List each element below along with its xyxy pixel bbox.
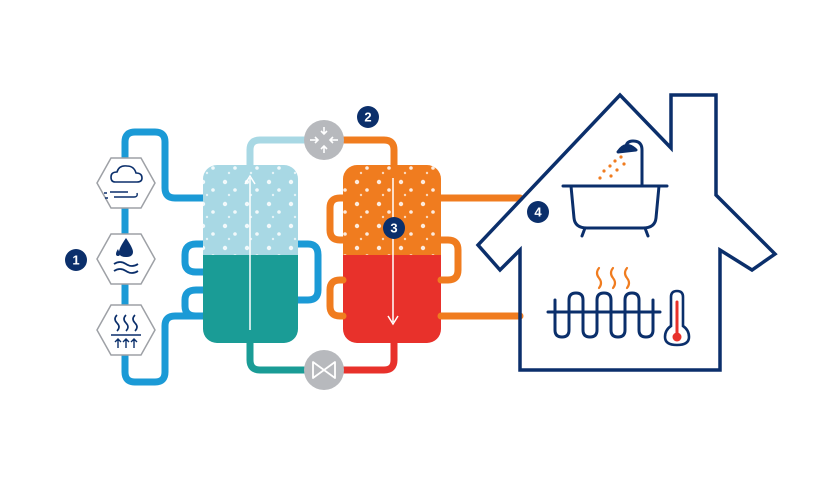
compressor-icon <box>310 127 338 153</box>
ground-source-icon <box>96 304 156 356</box>
water-source-icon <box>96 233 156 285</box>
source-coil-1 <box>181 240 212 276</box>
source-icons <box>96 157 156 356</box>
house-outline <box>475 92 778 372</box>
underfloor-heating-icon <box>546 291 662 339</box>
expansion-valve <box>304 350 344 390</box>
house <box>475 92 778 372</box>
bathtub-shower-icon <box>561 139 669 238</box>
discharge-line <box>340 136 398 174</box>
source-coil-3 <box>181 286 212 320</box>
condenser-coil-1 <box>326 194 347 244</box>
shower-water <box>598 155 626 180</box>
return-line <box>246 336 308 374</box>
condenser-coil-3 <box>326 276 347 320</box>
step-badge-2: 2 <box>357 106 379 128</box>
thermometer-icon <box>663 289 691 347</box>
condenser-coil-2 <box>437 236 462 284</box>
svg-text:1: 1 <box>72 253 79 268</box>
svg-text:2: 2 <box>364 110 371 125</box>
liquid-line <box>340 336 398 374</box>
source-coil-2 <box>294 240 322 304</box>
step-badge-4: 4 <box>527 201 549 223</box>
condenser <box>343 165 441 343</box>
valve-icon <box>312 361 336 379</box>
evaporator <box>203 165 298 343</box>
refrigerant-circuit <box>246 136 398 374</box>
air-source-icon <box>96 157 156 209</box>
compressor <box>304 120 344 160</box>
step-badge-3: 3 <box>383 217 405 239</box>
heating-loop <box>326 194 524 320</box>
suction-line <box>246 136 308 174</box>
heat-waves-icon <box>595 266 631 290</box>
svg-text:4: 4 <box>534 205 542 220</box>
svg-text:3: 3 <box>390 221 397 236</box>
step-badge-1: 1 <box>65 249 87 271</box>
